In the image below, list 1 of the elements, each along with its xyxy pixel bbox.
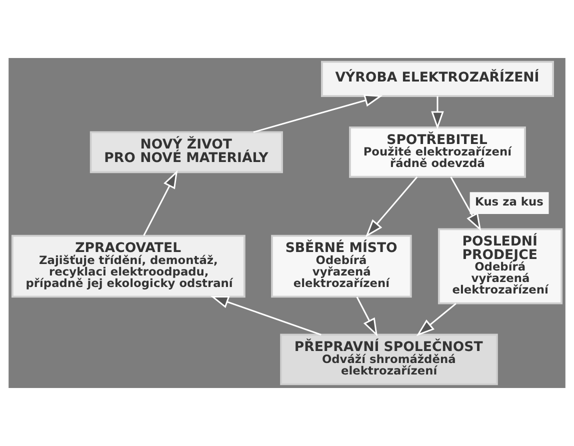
edge-label: Kus za kus xyxy=(475,194,544,208)
